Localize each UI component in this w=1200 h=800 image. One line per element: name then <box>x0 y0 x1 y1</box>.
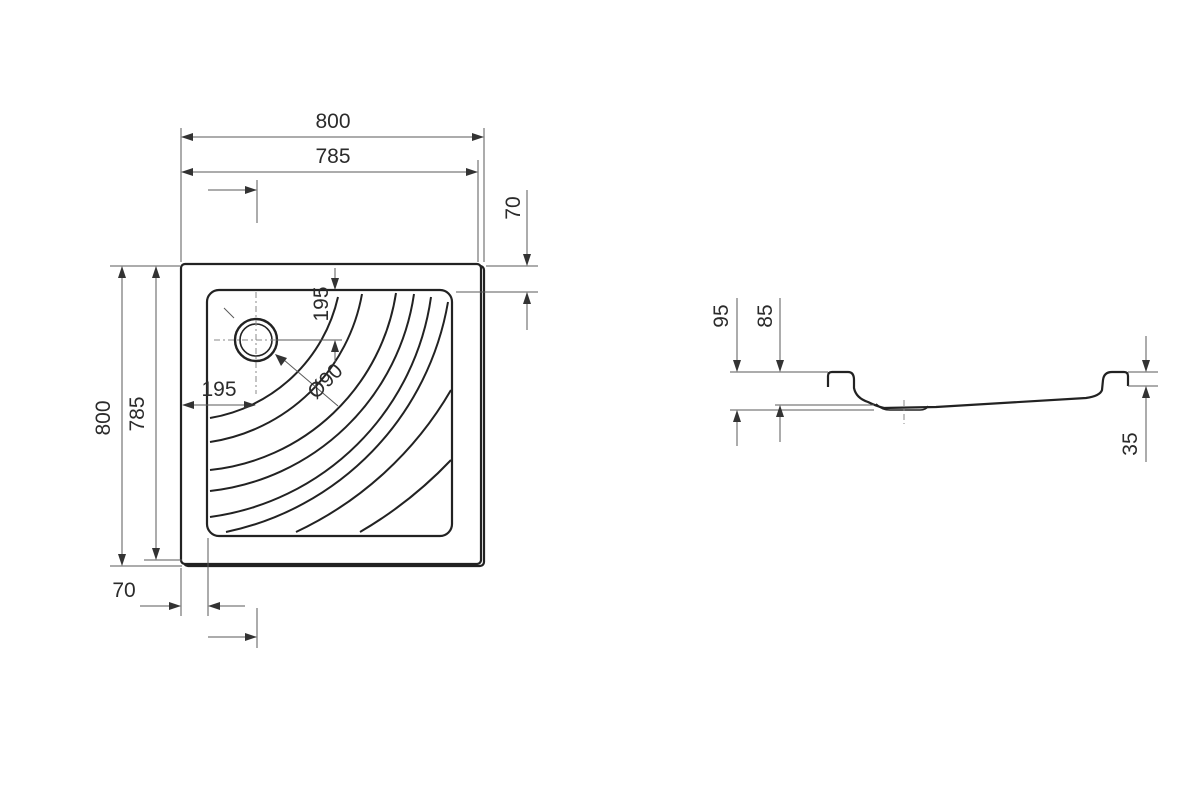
dim-width-inner: 785 <box>181 145 479 262</box>
dim-width-outer: 800 <box>180 110 485 262</box>
dim-inner-height-label: 85 <box>754 304 777 327</box>
dim-rim-height: 35 <box>1119 336 1150 462</box>
side-view: 95 85 35 <box>710 298 1158 462</box>
dim-drain-offset-y: 195 <box>276 268 342 362</box>
dim-rim-top-label: 70 <box>502 196 525 219</box>
dim-width-inner-label: 785 <box>315 145 350 168</box>
dim-total-height-label: 95 <box>710 304 733 327</box>
tray-profile <box>826 370 1130 410</box>
dim-total-height: 95 <box>710 298 741 446</box>
dim-rim-height-label: 35 <box>1119 432 1142 455</box>
dim-height-inner-label: 785 <box>126 396 149 431</box>
dim-width-outer-label: 800 <box>315 110 350 133</box>
drain-icon <box>214 292 339 407</box>
dim-rim-left-label: 70 <box>112 579 135 602</box>
dim-rim-top: 70 <box>456 190 538 330</box>
dim-drain-offset-x-label: 195 <box>201 378 236 401</box>
tray-ridges <box>209 292 452 533</box>
drain-ref-top <box>208 180 258 223</box>
drain-ref-bottom <box>208 608 258 648</box>
dim-rim-left: 70 <box>112 538 245 616</box>
dim-height-inner: 785 <box>126 266 182 561</box>
dim-inner-height: 85 <box>754 298 784 442</box>
dim-height-outer-label: 800 <box>92 400 115 435</box>
plan-view: 800 785 70 195 Ø90 <box>92 110 538 648</box>
tray-basin <box>205 288 454 538</box>
dim-drain-offset-x: 195 <box>182 378 256 409</box>
dim-drain-offset-y-label: 195 <box>310 286 333 321</box>
dim-height-outer: 800 <box>92 265 182 567</box>
